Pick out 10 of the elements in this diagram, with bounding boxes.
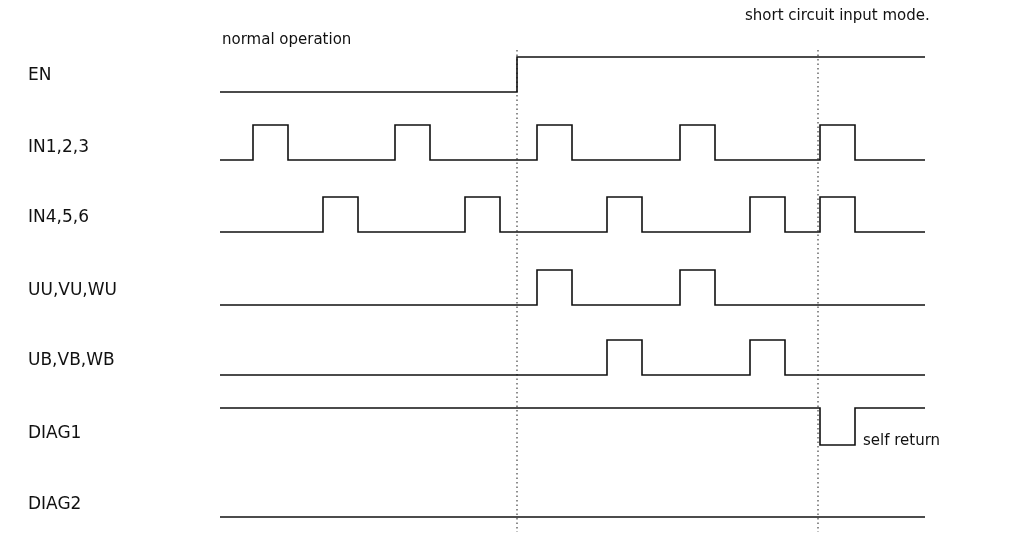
note-text: short circuit input mode. <box>745 6 930 24</box>
signal-name: IN4,5,6 <box>28 206 89 226</box>
signal-name: UB,VB,WB <box>28 349 115 369</box>
signal-name: DIAG1 <box>28 422 82 442</box>
note-text: self return <box>863 431 941 449</box>
signal-name: EN <box>28 64 52 84</box>
signal-name: DIAG2 <box>28 493 82 513</box>
signal-name: UU,VU,WU <box>28 279 118 299</box>
signal-name: IN1,2,3 <box>28 136 89 156</box>
note-text: normal operation <box>222 30 352 48</box>
